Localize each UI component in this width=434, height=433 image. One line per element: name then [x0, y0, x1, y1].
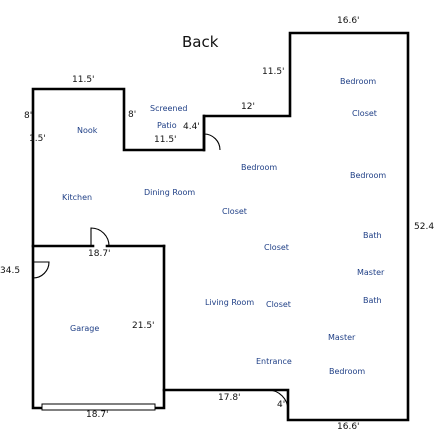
- dim-top-right-width: 16.6': [337, 16, 360, 26]
- room-label-nook: Nook: [77, 126, 98, 135]
- room-label-living-room: Living Room: [205, 298, 255, 307]
- dim-entrance-step: 4': [277, 400, 286, 410]
- dim-right-height: 52.4: [414, 222, 434, 232]
- room-label-closet-top: Closet: [352, 109, 377, 118]
- room-label-bedroom-center: Bedroom: [241, 163, 278, 172]
- dim-front-width: 17.8': [218, 393, 241, 403]
- room-label-closet-center2: Closet: [264, 243, 289, 252]
- dim-nook-width: 11.5': [72, 75, 95, 85]
- patio-door: [203, 133, 221, 151]
- room-label-bath-1: Bath: [363, 231, 382, 240]
- room-label-screened: Screened: [150, 104, 188, 113]
- entrance-door: [267, 389, 289, 411]
- dim-right-upper-offset: 11.5': [262, 67, 285, 77]
- room-label-bedroom-top: Bedroom: [340, 77, 377, 86]
- dim-patio-width: 11.5': [154, 135, 177, 145]
- room-label-master: Master: [357, 268, 385, 277]
- garage-entry-door: [90, 227, 110, 247]
- dim-garage-width: 18.7': [86, 410, 109, 420]
- room-label-entrance: Entrance: [256, 357, 292, 366]
- dim-garage-top: 18.7': [88, 249, 111, 259]
- plan-title: Back: [182, 33, 219, 51]
- room-label-master-bedroom-2: Bedroom: [329, 367, 366, 376]
- room-label-garage: Garage: [70, 324, 100, 333]
- room-label-dining-room: Dining Room: [144, 188, 196, 197]
- dim-garage-depth: 21.5': [132, 321, 155, 331]
- garage-door: [41, 403, 156, 411]
- room-label-closet-center: Closet: [222, 207, 247, 216]
- dim-left-height: 34.5: [0, 266, 21, 276]
- room-label-closet-living: Closet: [266, 300, 291, 309]
- dim-bottom-width: 16.6': [337, 422, 360, 432]
- room-label-bath-2: Bath: [363, 296, 382, 305]
- dim-patio-depth: 4.4': [183, 122, 200, 132]
- dim-patio-step: 12': [241, 102, 255, 112]
- dim-left-step: 1.5': [29, 134, 46, 144]
- room-label-master-bedroom-1: Master: [328, 333, 356, 342]
- dim-nook-height: 8': [24, 111, 33, 121]
- room-label-patio: Patio: [157, 121, 177, 130]
- side-door: [32, 261, 50, 279]
- dim-patio-side: 8': [128, 110, 137, 120]
- room-label-kitchen: Kitchen: [62, 193, 93, 202]
- exterior-wall: [31, 31, 410, 422]
- room-label-bedroom-right: Bedroom: [350, 171, 387, 180]
